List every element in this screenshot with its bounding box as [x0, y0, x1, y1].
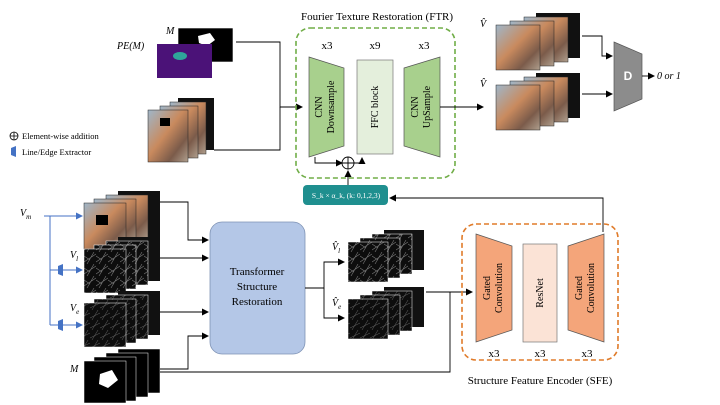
arrow-transformer-to-lines [305, 258, 345, 289]
sfe-gated1-multiplier: x3 [489, 348, 501, 360]
restored-lines-label: V̂l [332, 240, 340, 255]
ftr-title: Fourier Texture Restoration (FTR) [301, 11, 453, 23]
arrow-transformer-to-edges [323, 288, 345, 322]
mask-bottom-stack [83, 348, 161, 404]
scale-factor-box [303, 185, 388, 205]
ftr-up-multiplier: x3 [419, 40, 431, 52]
scale-factor-label: S_k × α_k, (k: 0,1,2,3) [312, 191, 381, 200]
restored-edge-maps-stack [347, 287, 424, 340]
arrow-frames-to-transformer [160, 201, 209, 244]
gated-conv-down-block: Gated Convolution [475, 233, 513, 343]
arrow-frames-to-ftr [214, 107, 281, 151]
cnn-down-label-2: Downsample [326, 80, 337, 133]
vl-label: Vl [70, 250, 78, 263]
arrow-sfe-to-scale [389, 194, 604, 232]
cnn-upsample-block: CNN UpSample [403, 56, 441, 158]
plus-circle-icon [341, 156, 355, 170]
resnet-block: ResNet [522, 243, 558, 343]
cnn-up-label-2: UpSample [422, 85, 433, 128]
plus-circle-icon [9, 131, 19, 141]
vm-label: Vm [20, 208, 31, 221]
ftr-down-multiplier: x3 [322, 40, 334, 52]
ffc-label: FFC block [370, 86, 381, 129]
restored-edges-label: V̂e [332, 296, 341, 311]
gated2-label-2: Convolution [586, 263, 597, 313]
ftr-ffc-multiplier: x9 [370, 40, 382, 52]
arrow-real-to-disc [582, 35, 613, 60]
discriminator-block: D [613, 41, 643, 112]
arrow-mask-to-sfe [160, 292, 451, 373]
arrow-mask-to-transformer [160, 332, 209, 370]
resnet-label: ResNet [535, 278, 546, 308]
transformer-label-1: Transformer [230, 266, 285, 278]
cnn-down-label-1: CNN [314, 96, 325, 117]
restored-frames-label: V̂ [480, 77, 488, 90]
line-maps-stack [83, 237, 160, 294]
edge-extractor-icon [58, 319, 63, 331]
masked-frames-stack-top [147, 98, 214, 163]
reference-frames-stack [495, 13, 580, 71]
arrow-mask-to-ftr [236, 41, 303, 111]
ffc-block: FFC block [356, 59, 394, 155]
sfe-resnet-multiplier: x3 [535, 348, 547, 360]
sfe-title: Structure Feature Encoder (SFE) [468, 375, 613, 387]
mask-bottom-label: M [69, 364, 79, 375]
arrow-add-to-ffc [354, 157, 366, 164]
cnn-up-label-1: CNN [410, 96, 421, 117]
disc-output-label: 0 or 1 [657, 71, 681, 82]
transformer-label-2: Structure [237, 281, 277, 293]
edge-maps-stack [83, 291, 160, 348]
restored-frames-stack [495, 73, 580, 131]
ve-label: Ve [70, 303, 79, 316]
cnn-downsample-block: CNN Downsample [308, 56, 345, 158]
arrow-skip-to-add [314, 157, 343, 167]
disc-label: D [624, 69, 633, 83]
mask-top-label: M [165, 26, 175, 37]
sfe-gated2-multiplier: x3 [582, 348, 594, 360]
gated1-label-2: Convolution [494, 263, 505, 313]
transformer-label-3: Restoration [232, 296, 283, 308]
gated2-label-1: Gated [574, 276, 585, 300]
edge-extractor-icon [11, 146, 16, 157]
legend-addition-label: Element-wise addition [22, 131, 99, 141]
edge-extractor-icon [58, 264, 63, 276]
gated-conv-up-block: Gated Convolution [567, 233, 605, 343]
gated1-label-1: Gated [482, 276, 493, 300]
real-frames-label: V̂ [480, 17, 488, 30]
restored-line-maps-stack [347, 230, 424, 283]
legend: Element-wise addition Line/Edge Extracto… [9, 131, 99, 157]
legend-extractor-label: Line/Edge Extractor [22, 147, 91, 157]
ftr-boundary [295, 27, 456, 179]
sfe-boundary [461, 223, 619, 361]
pe-label: PE(M) [116, 41, 145, 52]
pe-mask-image [157, 44, 212, 78]
